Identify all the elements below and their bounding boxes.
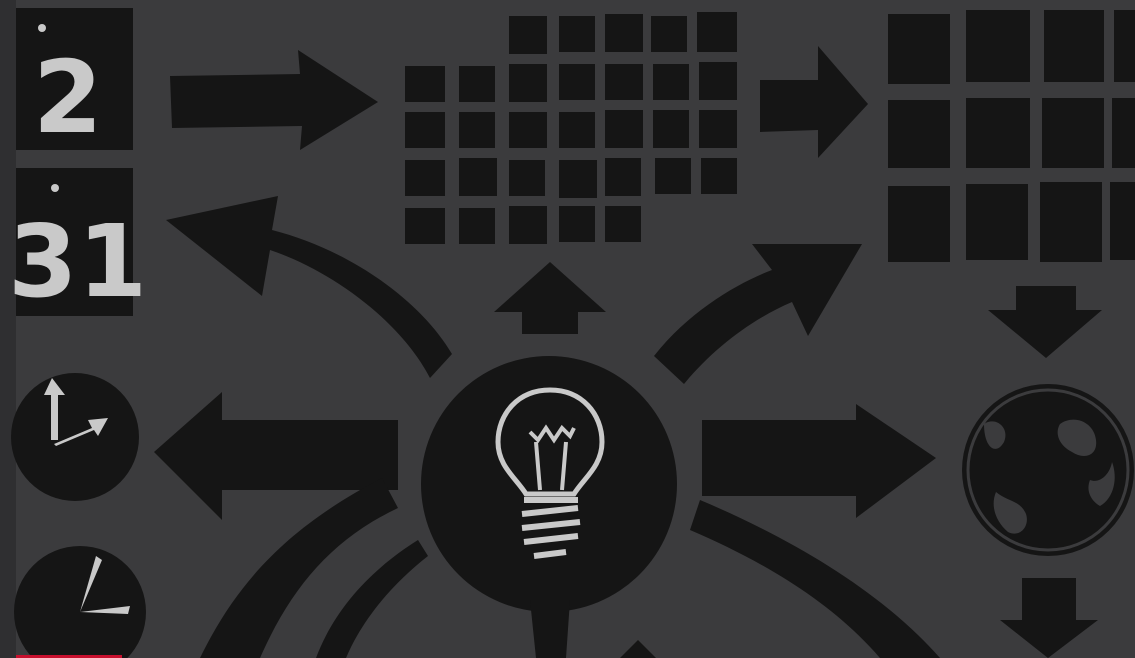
curved-arrow-up-right-icon — [654, 244, 862, 384]
small-squares-grid — [405, 12, 737, 244]
curved-arrow-up-left-icon — [166, 196, 452, 378]
curved-arrow-down-left-icon — [316, 540, 428, 658]
clock-icon — [11, 373, 139, 501]
left-edge-strip — [0, 0, 16, 658]
arrow-up-tip-icon — [620, 640, 656, 658]
pie-chart-icon — [14, 546, 146, 658]
large-squares-grid — [888, 10, 1135, 262]
arrow-down-icon — [1000, 578, 1098, 658]
globe-icon — [962, 384, 1134, 556]
arrow-down-icon — [988, 286, 1102, 358]
curved-arrow-down-right-icon — [690, 500, 940, 658]
arrow-left-icon — [154, 392, 398, 520]
arrow-right-icon — [170, 50, 378, 150]
arrow-right-icon — [702, 404, 936, 518]
arrow-up-icon — [494, 262, 606, 334]
arrow-right-icon — [760, 46, 868, 158]
calendar-icon: 31 — [8, 168, 147, 320]
calendar-day-label: 31 — [8, 203, 147, 320]
curved-arrow-down-left-icon — [200, 478, 398, 658]
lightbulb-icon — [421, 356, 677, 658]
calendar-day-label: 2 — [33, 39, 103, 156]
progress-marker — [16, 655, 122, 658]
calendar-icon: 2 — [16, 8, 133, 156]
